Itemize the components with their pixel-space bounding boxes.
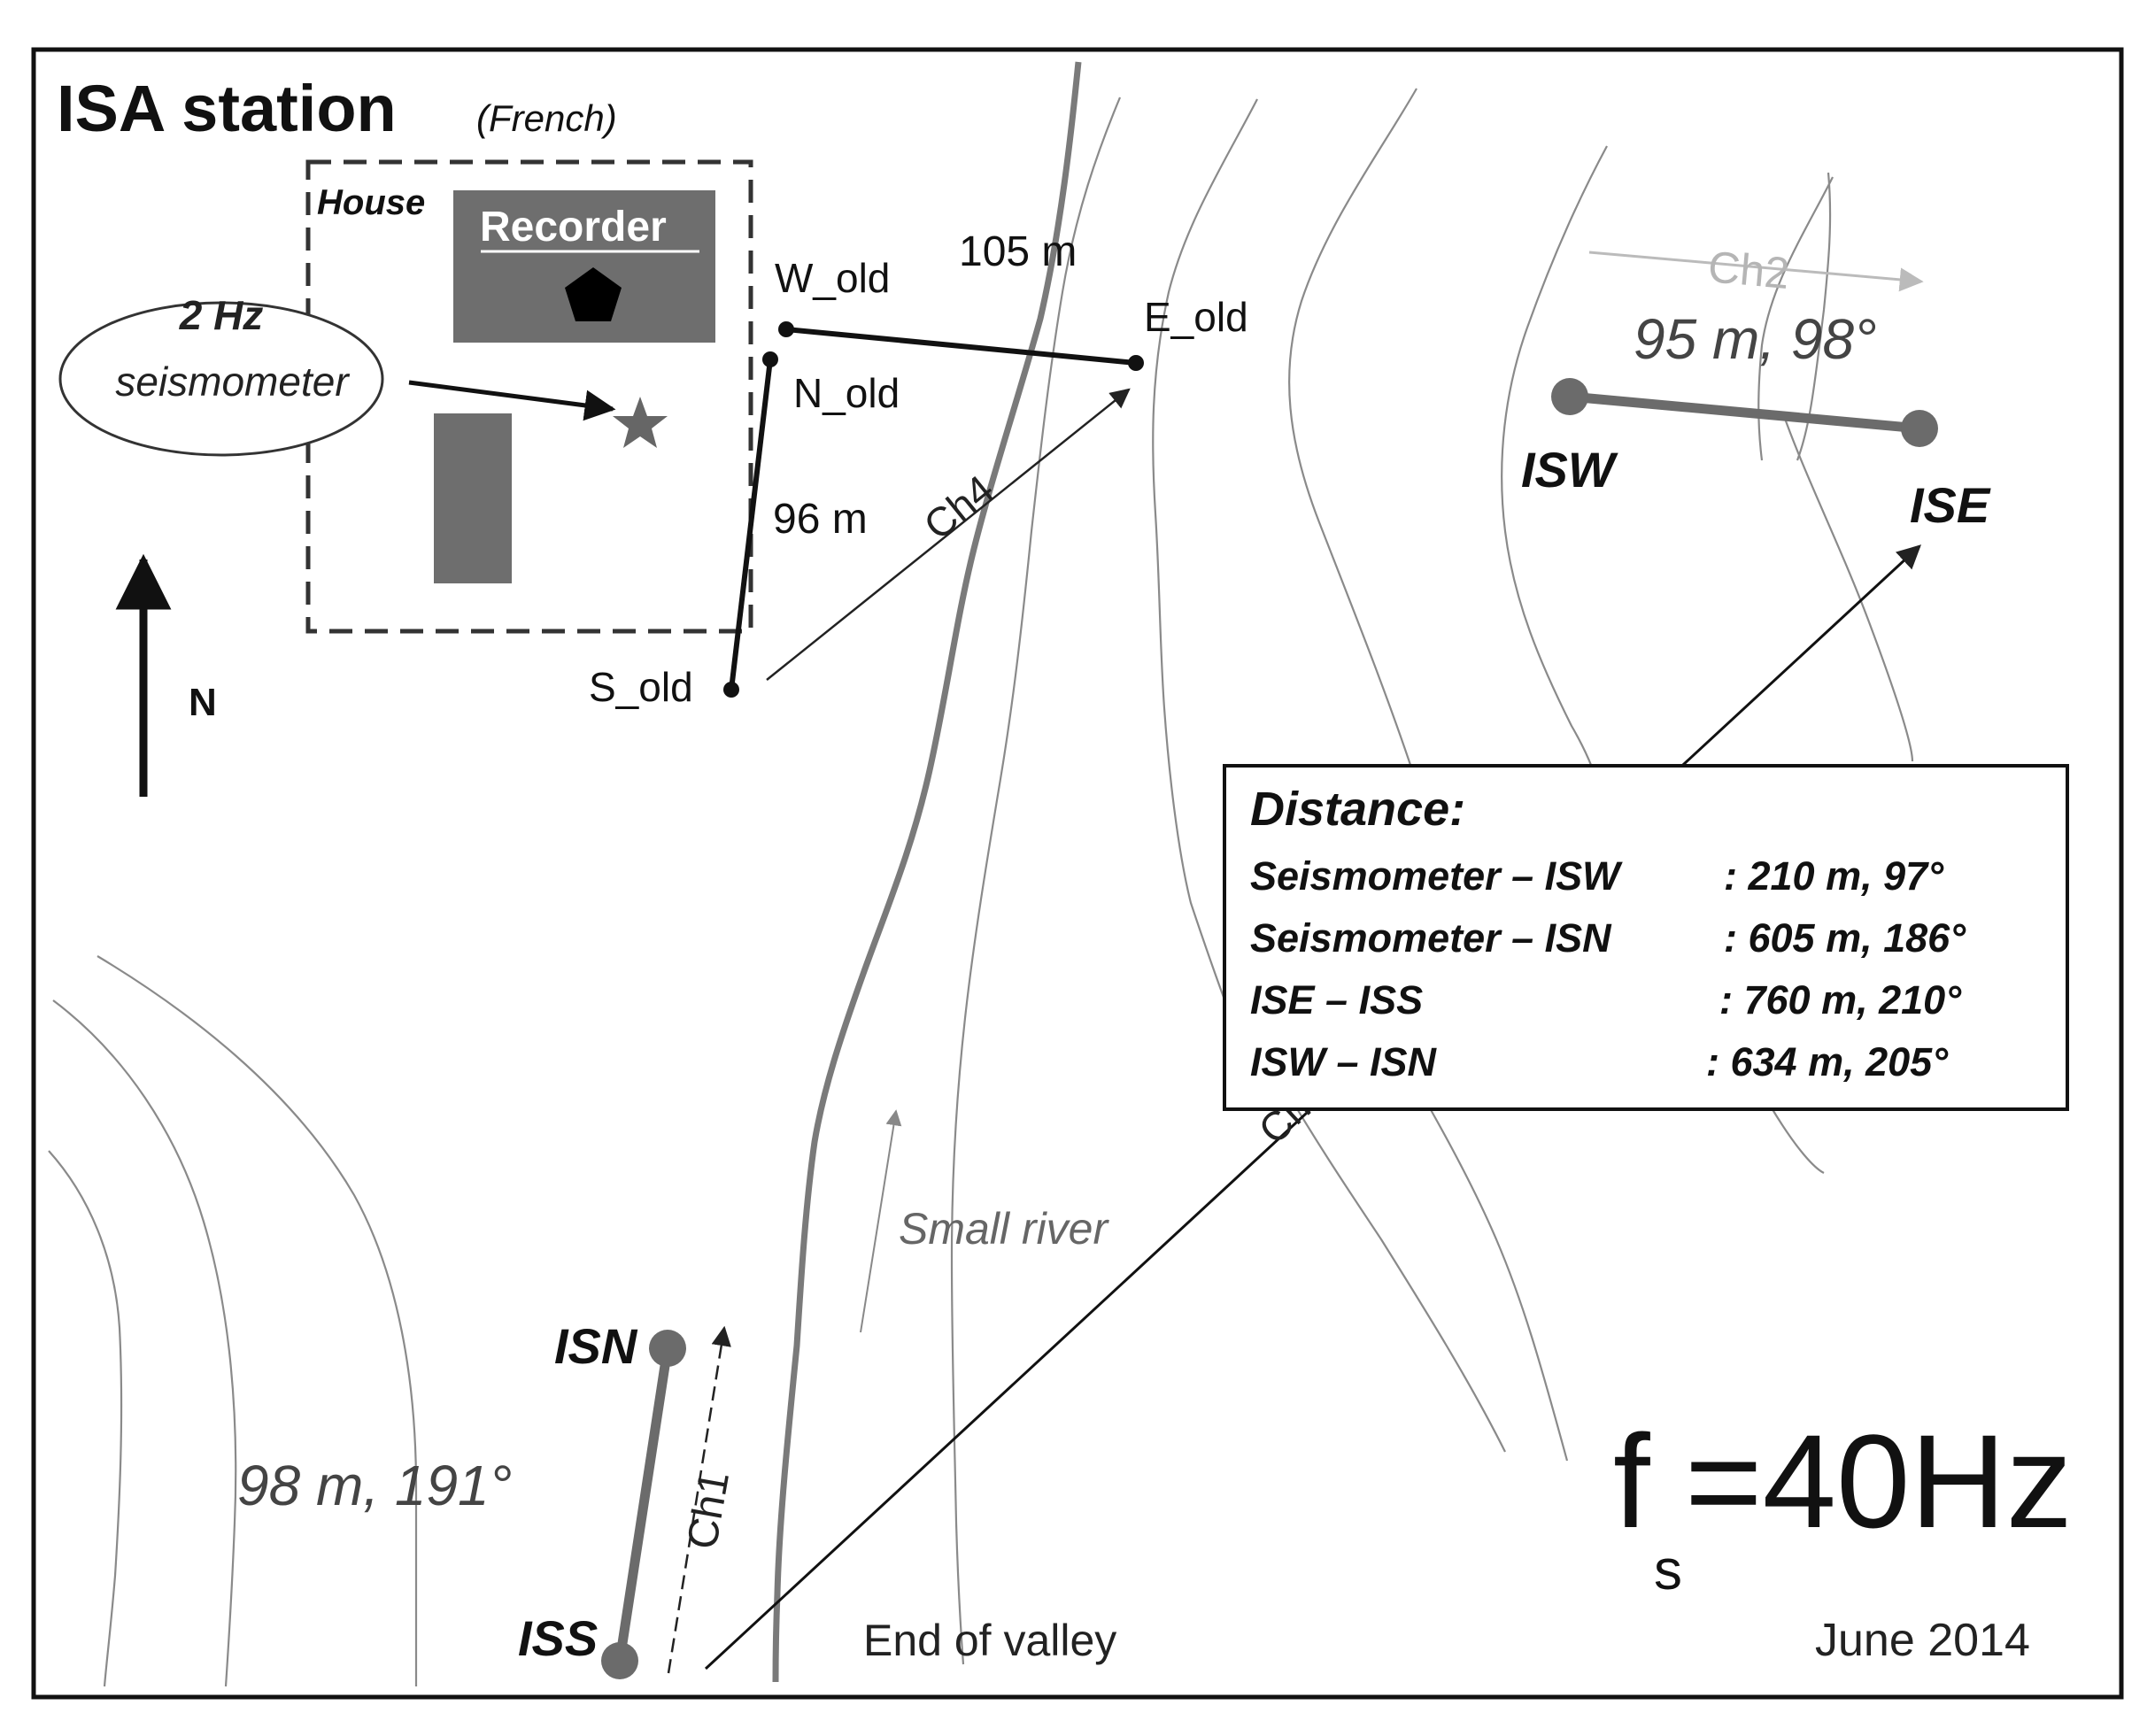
n-old-label: N_old — [793, 370, 900, 416]
isw-ise-baseline — [1569, 391, 1920, 434]
e-old-point — [1128, 355, 1144, 371]
ch2-arrow — [1588, 251, 1924, 292]
distance-row-4-pair: ISW – ISN — [1250, 1039, 1438, 1084]
ch2-label: Ch2 — [1706, 242, 1791, 298]
seismometer-label-line1: 2 Hz — [179, 292, 264, 338]
contour-line — [1398, 1053, 1569, 1462]
distance-row-2-pair: Seismometer – ISN — [1250, 915, 1612, 961]
contour-line — [97, 955, 418, 1686]
river-label: Small river — [899, 1204, 1109, 1254]
n-old-point — [762, 351, 778, 367]
sampling-subscript: s — [1654, 1538, 1682, 1601]
valley-label: End of valley — [863, 1616, 1116, 1665]
ise-station — [1901, 410, 1938, 447]
contour-line — [1757, 176, 1834, 461]
east-pair-label: 95 m, 98° — [1634, 307, 1877, 371]
e-old-label: E_old — [1144, 294, 1248, 340]
distance-row-3-value: : 760 m, 210° — [1719, 977, 1962, 1022]
recorder-pentagon-icon — [565, 267, 622, 321]
distance-row-1-pair: Seismometer – ISW — [1250, 853, 1623, 899]
iss-station — [601, 1642, 638, 1679]
ch1-arrow — [667, 1325, 731, 1674]
contour-line — [1796, 172, 1832, 461]
house-label: House — [317, 183, 425, 222]
s-old-label: S_old — [589, 664, 693, 710]
north-label: N — [189, 681, 217, 724]
seismometer-pointer-arrow — [408, 380, 616, 421]
distance-row-3-pair: ISE – ISS — [1250, 977, 1423, 1022]
isn-label: ISN — [554, 1318, 638, 1374]
contour-lines — [48, 88, 1914, 1687]
distance-box — [1223, 764, 2069, 1111]
ns-distance-label: 96 m — [773, 496, 868, 543]
map-title: ISA station — [57, 72, 397, 145]
contour-line — [1782, 415, 1914, 762]
house-room-box — [434, 413, 512, 583]
iss-label: ISS — [518, 1610, 598, 1666]
we-distance-label: 105 m — [959, 228, 1077, 275]
map-subtitle: (French) — [476, 97, 617, 139]
river-flow-arrow — [860, 1109, 902, 1333]
old-array-ns-line — [729, 359, 773, 691]
seismometer-label-line2: seismometer — [115, 359, 350, 405]
river — [772, 61, 1082, 1683]
contour-line — [1152, 98, 1258, 1063]
distance-row-1-value: : 210 m, 97° — [1724, 853, 1944, 899]
ise-label: ISE — [1910, 477, 1991, 533]
isn-station — [649, 1330, 686, 1367]
contour-line — [52, 999, 237, 1687]
isw-label: ISW — [1521, 442, 1618, 498]
distance-row-4-value: : 634 m, 205° — [1706, 1039, 1949, 1084]
contour-line — [48, 1150, 123, 1687]
date-label: June 2014 — [1815, 1615, 2030, 1666]
isw-station — [1551, 378, 1588, 415]
ch4-arrow — [766, 388, 1131, 681]
old-array-we-line — [785, 327, 1137, 366]
distance-heading: Distance: — [1250, 783, 1465, 836]
south-pair-label: 98 m, 191° — [237, 1454, 512, 1517]
s-old-point — [723, 682, 739, 698]
house-outline — [305, 159, 753, 634]
isn-iss-baseline — [614, 1347, 673, 1662]
contour-line — [950, 96, 1122, 1665]
seismometer-star-icon — [613, 397, 668, 448]
seismometer-callout — [58, 301, 384, 457]
w-old-label: W_old — [775, 255, 890, 301]
sampling-value: =40Hz — [1685, 1407, 2073, 1555]
contour-line — [1274, 1070, 1506, 1453]
distance-row-2-value: : 605 m, 186° — [1724, 915, 1966, 961]
recorder-label: Recorder — [480, 204, 667, 251]
w-old-point — [778, 321, 794, 337]
sampling-f: f — [1613, 1407, 1650, 1555]
